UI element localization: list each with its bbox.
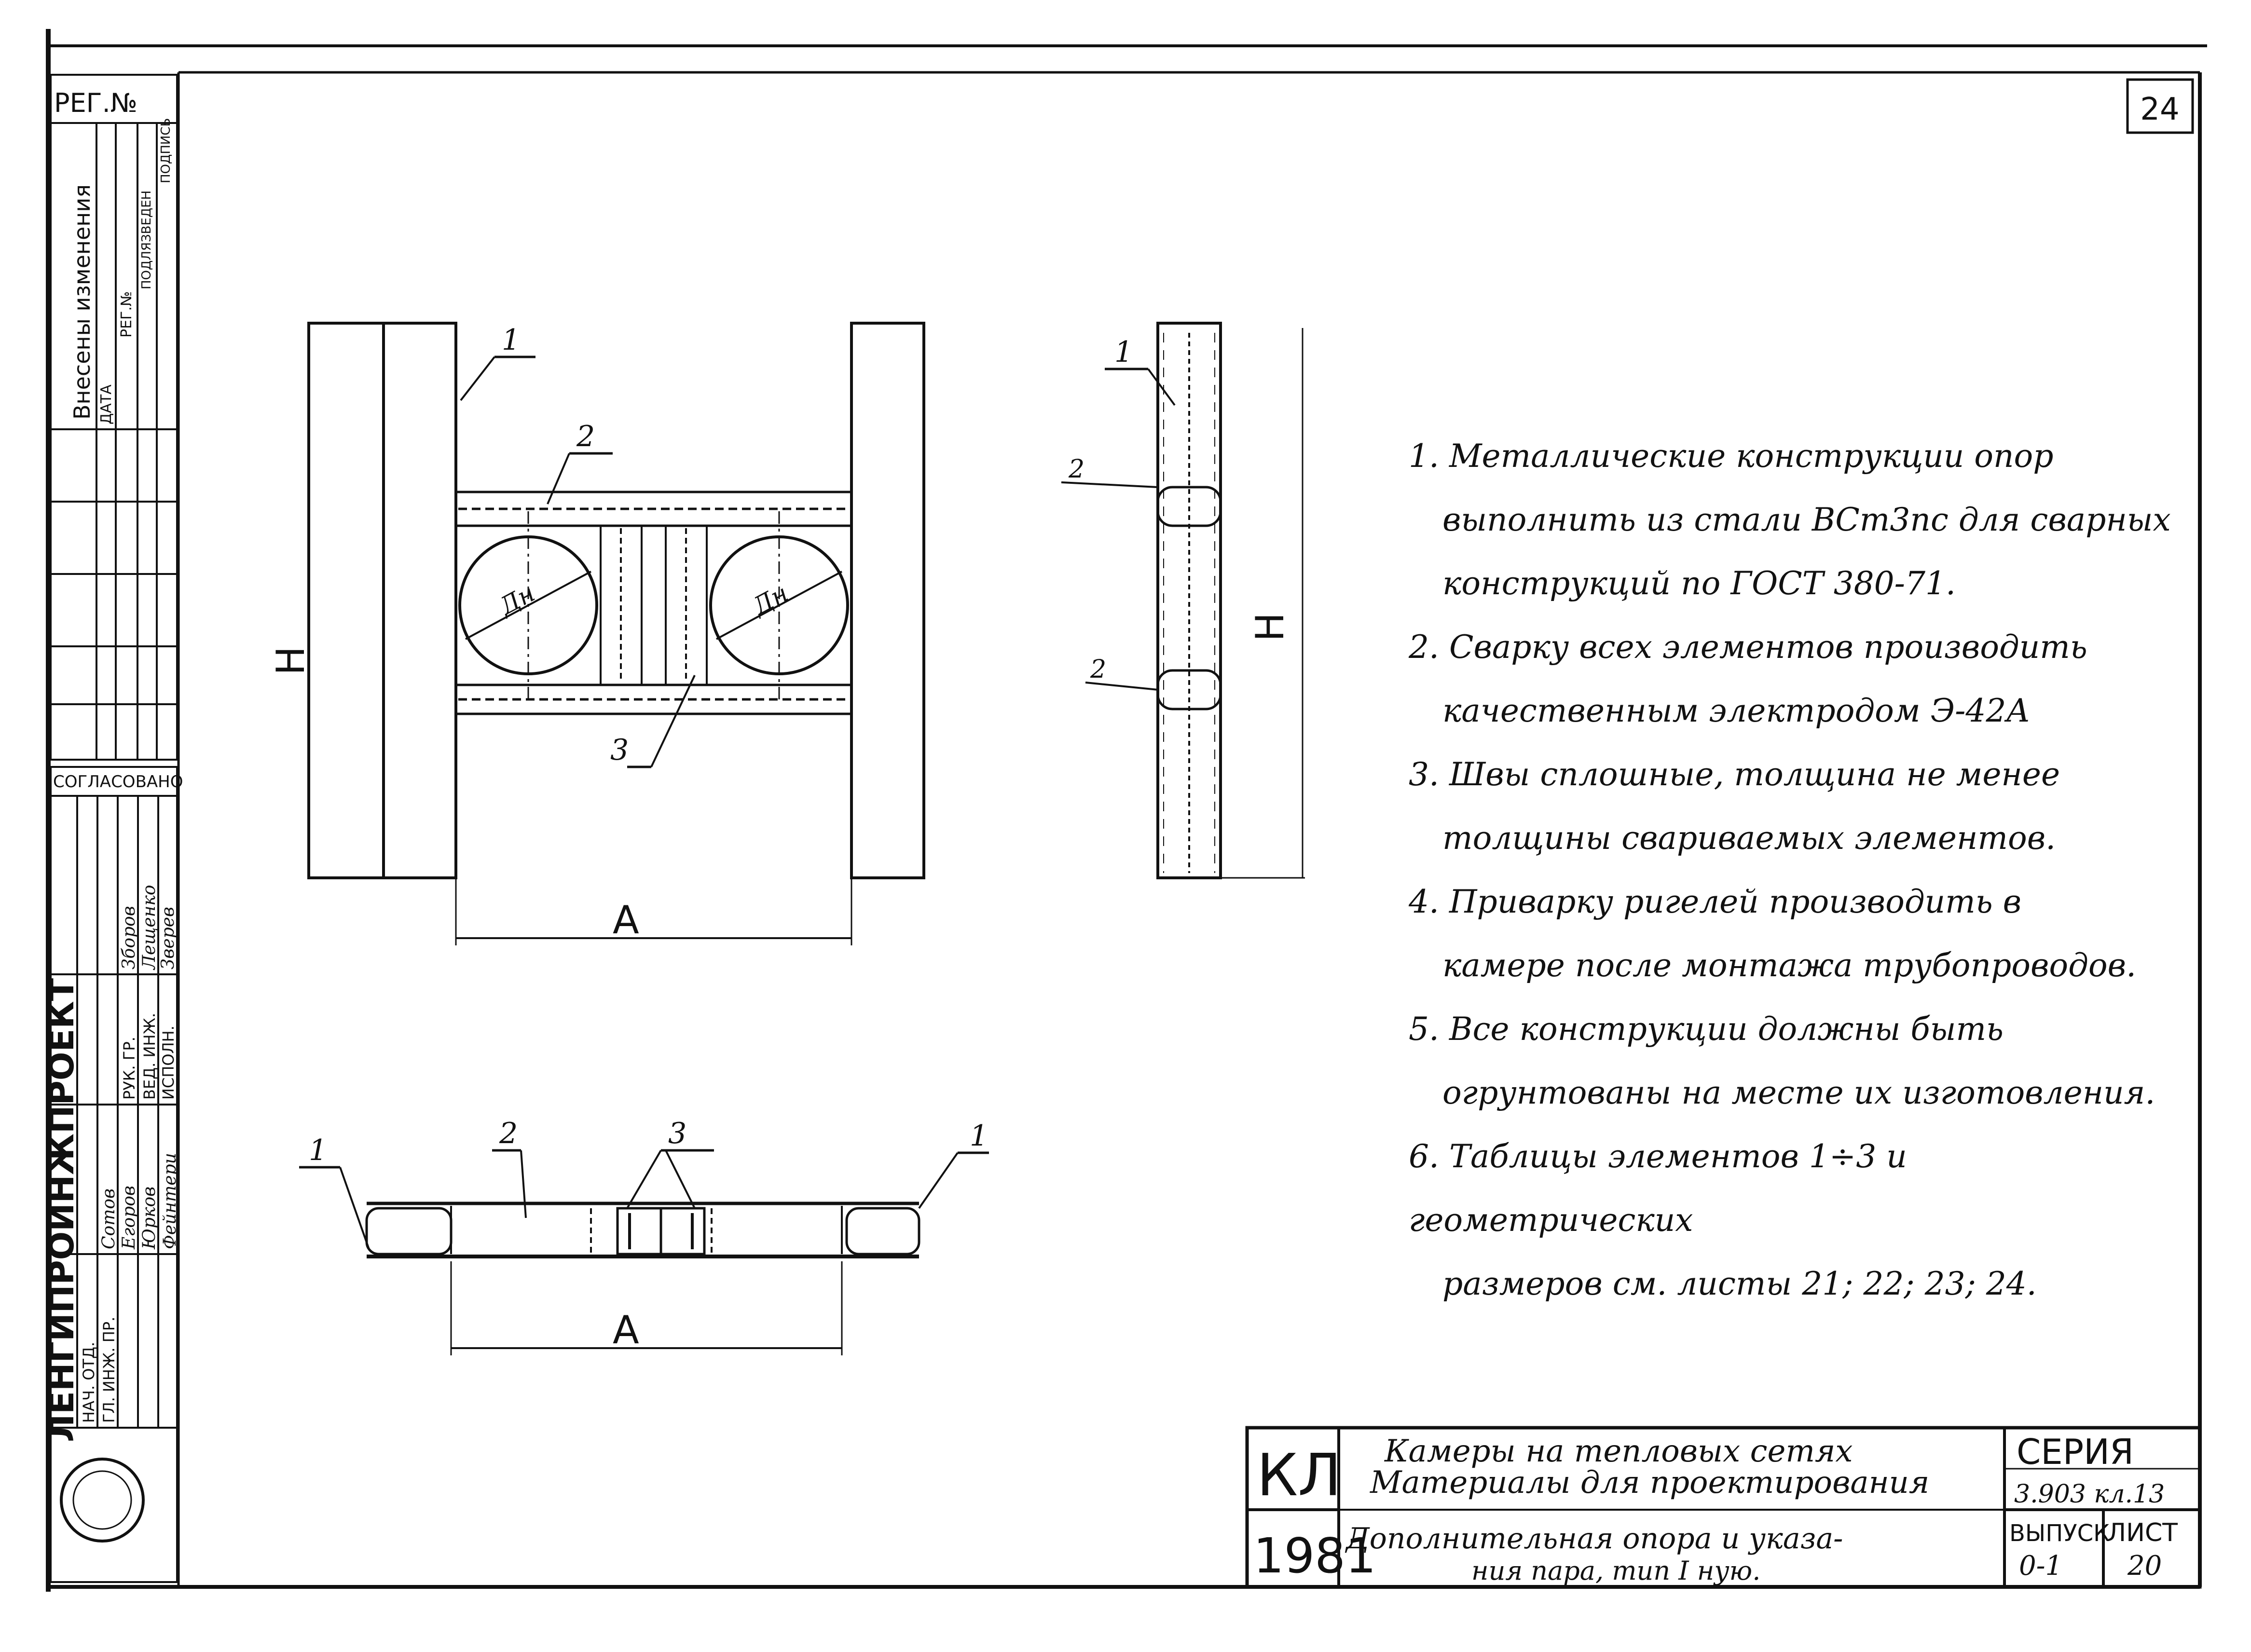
role-5: ИСПОЛН. xyxy=(159,1025,178,1100)
changes-header: Внесены изменения xyxy=(69,184,95,420)
name-5: Зборов xyxy=(119,906,139,969)
front-view xyxy=(307,322,925,945)
sheet-number: 24 xyxy=(2140,92,2179,127)
name-6: Лещенко xyxy=(139,885,159,970)
tb-title-2: Материалы для проектирования xyxy=(1370,1465,1929,1501)
changes-col-date: ДАТА xyxy=(98,384,115,424)
tb-subtitle-1: Дополнительная опора и указа- xyxy=(1345,1522,1843,1556)
name-7: Зверев xyxy=(158,907,178,969)
front-pipe-1: Дн xyxy=(494,579,539,621)
sheet-frame xyxy=(46,29,2207,1592)
tb-code: КЛ xyxy=(1257,1442,1341,1509)
reg-label: РЕГ.№ xyxy=(54,88,137,118)
side-pos-2-top: 2 xyxy=(1068,455,1084,484)
front-pipe-2: Дн xyxy=(747,579,793,621)
agreed-label: СОГЛАСОВАНО xyxy=(53,772,183,792)
tb-sheet-value: 20 xyxy=(2127,1550,2162,1582)
tb-subtitle-2: ния пара, тип I ную. xyxy=(1471,1556,1760,1586)
note-6-line-2: размеров см. листы 21; 22; 23; 24. xyxy=(1442,1265,2037,1302)
front-pos-3: 3 xyxy=(610,733,629,767)
plan-pos-3: 3 xyxy=(668,1117,686,1150)
tb-sheet-label: ЛИСТ xyxy=(2107,1518,2178,1547)
role-1: НАЧ. ОТД. xyxy=(80,1342,98,1423)
note-2-line-1: 2. Сварку всех элементов производить xyxy=(1409,628,2087,666)
tb-issue-label: ВЫПУСК xyxy=(2009,1520,2110,1547)
tb-title-1: Камеры на тепловых сетях xyxy=(1384,1434,1853,1469)
tb-series-value: 3.903 кл.13 xyxy=(2014,1480,2165,1509)
notes-block: 1. Металлические конструкции опор выполн… xyxy=(1409,424,2190,1316)
side-view xyxy=(1061,322,1305,879)
name-2: Сотов xyxy=(99,1188,119,1249)
changes-col-reg: РЕГ.№ xyxy=(118,291,135,338)
name-3: Егоров xyxy=(119,1186,139,1250)
registration-strip xyxy=(50,74,178,761)
role-3: РУК. ГР. xyxy=(120,1037,138,1100)
plan-pos-2: 2 xyxy=(499,1117,518,1150)
plan-pos-1-left: 1 xyxy=(309,1133,327,1167)
front-height-label: H xyxy=(268,646,313,675)
note-1-line-2: выполнить из стали ВСт3пс для сварных xyxy=(1442,501,2171,538)
org-label: ЛЕНГИПРОИНЖПРОЕКТ xyxy=(42,978,82,1442)
note-4-line-1: 4. Приварку ригелей производить в xyxy=(1409,883,2022,920)
note-5-line-2: огрунтованы на месте их изготовления. xyxy=(1442,1074,2155,1111)
side-pos-1: 1 xyxy=(1114,335,1133,369)
role-2: ГЛ. ИНЖ. ПР. xyxy=(100,1317,118,1423)
approval-block xyxy=(50,766,178,1583)
note-4-line-2: камере после монтажа трубопроводов. xyxy=(1442,947,2137,984)
note-1-line-3: конструкций по ГОСТ 380-71. xyxy=(1442,565,1956,602)
title-block xyxy=(1245,1426,2202,1589)
name-4: Юрков xyxy=(139,1187,159,1250)
front-width-label: A xyxy=(613,898,639,942)
tb-year: 1981 xyxy=(1253,1528,1376,1584)
note-3-line-1: 3. Швы сплошные, толщина не менее xyxy=(1409,756,2060,793)
plan-width-label: A xyxy=(613,1308,639,1352)
name-1: Фейнтери xyxy=(160,1153,180,1249)
note-5-line-1: 5. Все конструкции должны быть xyxy=(1409,1010,2004,1048)
note-6-line-1: 6. Таблицы элементов 1÷3 и геометрически… xyxy=(1409,1138,1907,1239)
role-4: ВЕД. ИНЖ. xyxy=(140,1013,159,1100)
side-height-label: H xyxy=(1248,613,1292,642)
changes-col-sign: ПОДПИСЬ xyxy=(159,118,173,183)
note-3-line-2: толщины свариваемых элементов. xyxy=(1442,819,2056,857)
side-pos-2-bottom: 2 xyxy=(1090,655,1106,684)
note-1-line-1: 1. Металлические конструкции опор xyxy=(1409,437,2054,475)
front-pos-2: 2 xyxy=(576,420,595,453)
note-2-line-2: качественным электродом Э-42А xyxy=(1442,692,2031,729)
front-pos-1: 1 xyxy=(502,323,520,357)
sheet-number-box: 24 xyxy=(2126,78,2194,134)
changes-col-sub: ПОДЛЯЗВЕДЕН xyxy=(139,191,154,289)
plan-view xyxy=(299,1149,989,1355)
plan-pos-1-right: 1 xyxy=(970,1119,988,1153)
tb-issue-value: 0-1 xyxy=(2019,1550,2062,1582)
tb-series-label: СЕРИЯ xyxy=(2017,1432,2134,1472)
